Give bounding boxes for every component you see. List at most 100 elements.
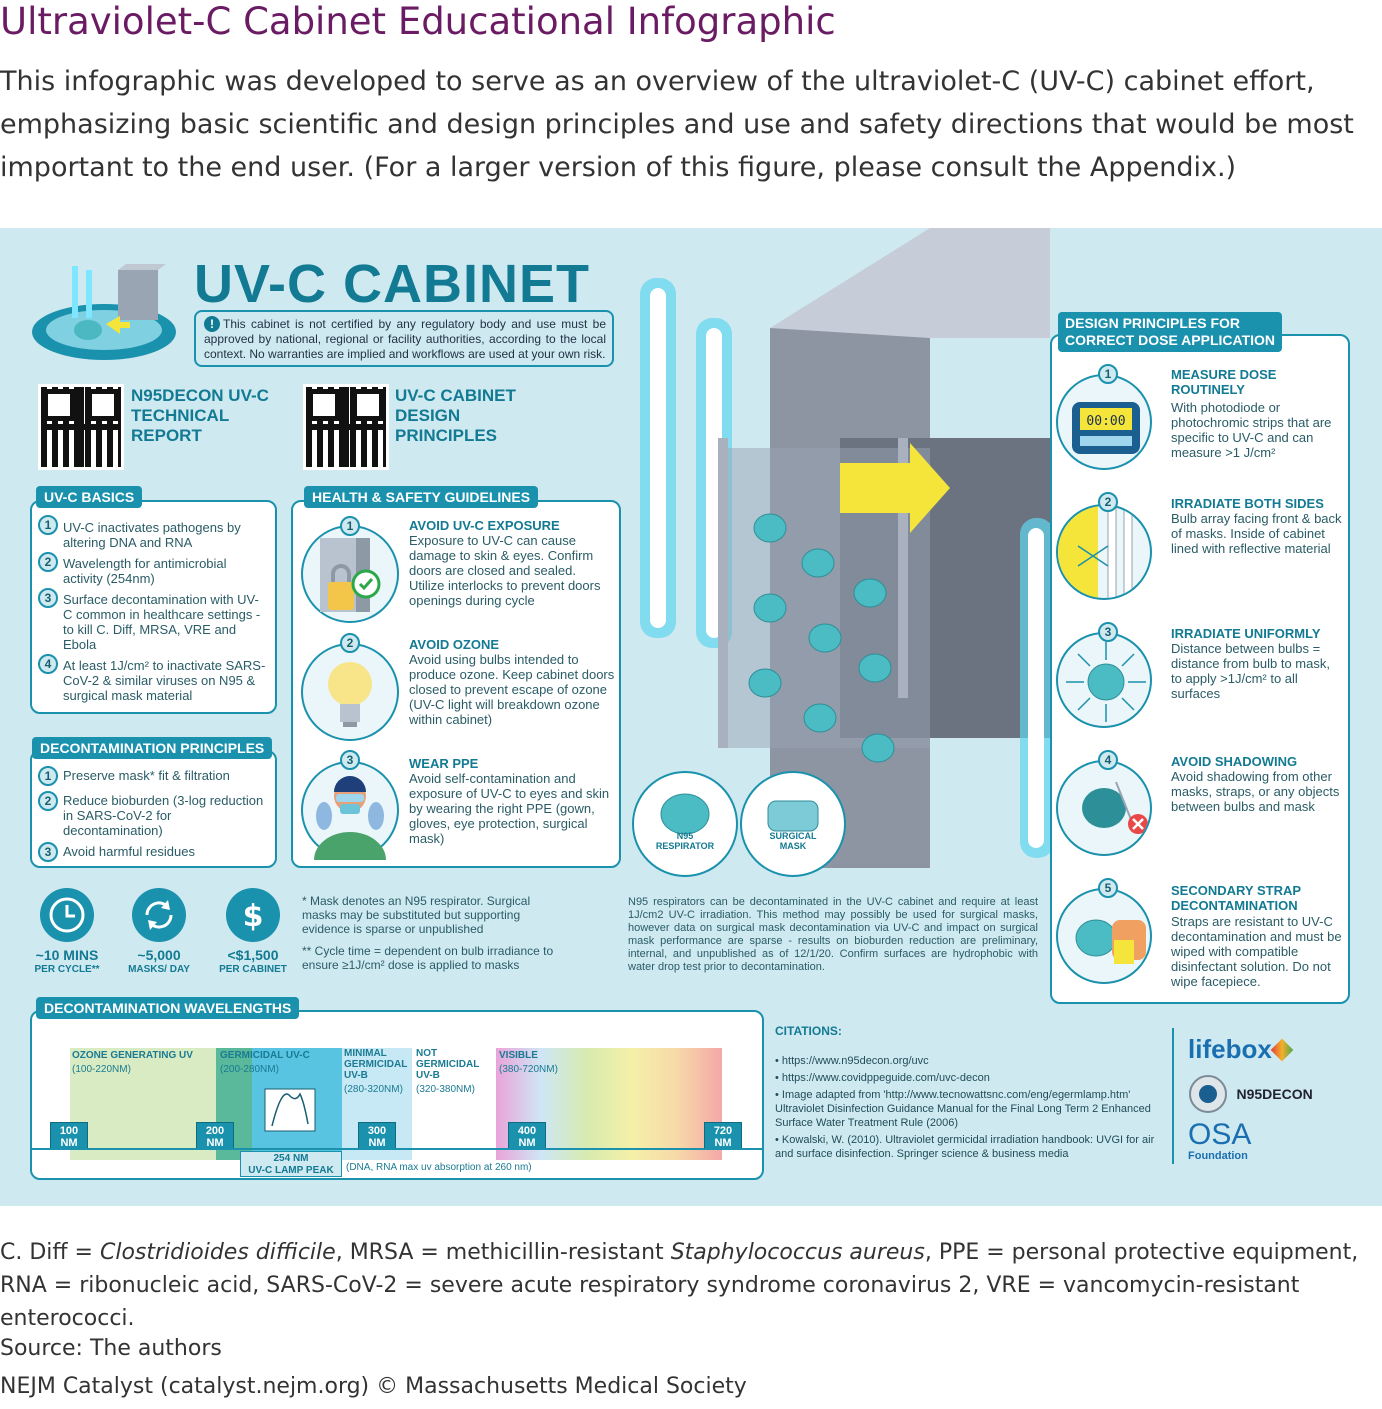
guideline-title: AVOID UV-C EXPOSURE xyxy=(409,518,560,533)
citation-item: • Kowalski, W. (2010). Ultraviolet germi… xyxy=(775,1134,1155,1160)
footnote-part: C. Diff = xyxy=(0,1240,100,1265)
design-principles-header: DESIGN PRINCIPLES FOR CORRECT DOSE APPLI… xyxy=(1058,312,1283,352)
cabinet-illustration xyxy=(640,228,1050,868)
tick-value: 400 xyxy=(517,1125,537,1137)
design-principle-title-line: DECONTAMINATION xyxy=(1171,898,1298,913)
lifebox-mark-icon xyxy=(1270,1038,1294,1062)
spectrum-axis xyxy=(32,1148,762,1150)
uvc-basics-item: Wavelength for antimicrobial activity (2… xyxy=(63,556,227,586)
wavelength-band-range: (200-280NM) xyxy=(220,1064,279,1075)
wavelength-band-name-line: MINIMAL xyxy=(344,1048,387,1059)
tick-unit: NM xyxy=(714,1137,732,1149)
design-principles-title-line: DESIGN PRINCIPLES FOR xyxy=(1065,315,1241,331)
qr-label-line: N95DECON UV-C xyxy=(131,386,269,405)
design-principle-title-line: SECONDARY STRAP xyxy=(1171,883,1302,898)
disclaimer-text: This cabinet is not certified by any reg… xyxy=(204,317,606,361)
n95decon-seal-icon xyxy=(1189,1075,1227,1113)
footnote-part-italic: Staphylococcus aureus xyxy=(670,1240,925,1265)
citation-text: Image adapted from 'http://www.tecnowatt… xyxy=(775,1089,1151,1129)
footnote-part: , MRSA = methicillin-resistant xyxy=(335,1240,671,1265)
number-badge: 2 xyxy=(1098,492,1118,512)
dollar-icon: $ xyxy=(226,888,280,942)
design-principle-title-line: MEASURE DOSE xyxy=(1171,367,1277,382)
lamp-peak-note: (DNA, RNA max uv absorption at 260 nm) xyxy=(346,1162,532,1173)
tick-unit: NM xyxy=(368,1137,386,1149)
qr-code-design-principles[interactable] xyxy=(303,384,389,470)
design-principle-text: Bulb array facing front & back of masks.… xyxy=(1171,511,1342,556)
cabinet-icon xyxy=(32,264,176,360)
uvc-basics-item: At least 1J/cm² to inactivate SARS-CoV-2… xyxy=(63,658,266,703)
design-principle-text: Avoid shadowing from other masks, straps… xyxy=(1171,769,1340,814)
design-principle-title: AVOID SHADOWING xyxy=(1171,754,1298,769)
light-bulb-illustration xyxy=(301,643,399,741)
qr-code-technical-report[interactable] xyxy=(38,384,124,470)
page-intro: This infographic was developed to serve … xyxy=(0,66,1354,183)
lifebox-logo: lifebox xyxy=(1188,1034,1294,1065)
source-line: Source: The authors xyxy=(0,1336,222,1361)
osa-subtitle: Foundation xyxy=(1188,1150,1248,1162)
osa-wordmark: OSA xyxy=(1188,1118,1252,1151)
stat-label: MASKS/ DAY xyxy=(128,964,190,975)
page-title: Ultraviolet-C Cabinet Educational Infogr… xyxy=(0,0,836,43)
footnote-part-italic: Clostridioides difficile xyxy=(99,1240,336,1265)
citations-title: CITATIONS: xyxy=(775,1024,842,1038)
wavelength-band-name: NOT GERMICIDAL UV-B xyxy=(416,1048,479,1081)
wavelength-band-range: (280-320NM) xyxy=(344,1084,403,1095)
strap-decontamination-illustration xyxy=(1056,888,1152,984)
design-principle-title: SECONDARY STRAP DECONTAMINATION xyxy=(1171,883,1301,913)
decon-principles-item: Reduce bioburden (3-log reduction in SAR… xyxy=(63,793,264,838)
design-principle-text: With photodiode or photochromic strips t… xyxy=(1171,400,1332,460)
mask-label-line: SURGICAL xyxy=(769,831,817,841)
n95-label: N95 RESPIRATOR xyxy=(640,831,730,851)
not-germicidal-uvb-band xyxy=(412,1048,496,1160)
citation-text: https://www.n95decon.org/uvc xyxy=(781,1055,929,1067)
osa-logo: OSA Foundation xyxy=(1188,1118,1252,1163)
number-badge: 3 xyxy=(1098,622,1118,642)
uvc-basics-item: UV-C inactivates pathogens by altering D… xyxy=(63,520,241,550)
irradiate-both-sides-illustration xyxy=(1056,504,1152,600)
mask-note: * Mask denotes an N95 respirator. Surgic… xyxy=(302,894,531,936)
surgical-mask-illustration xyxy=(740,771,846,877)
wavelengths-header: DECONTAMINATION WAVELENGTHS xyxy=(36,997,300,1019)
design-principle-text: Distance between bulbs = distance from b… xyxy=(1171,641,1330,701)
number-badge: 3 xyxy=(340,750,360,770)
stat-label: PER CABINET xyxy=(219,964,287,975)
timer-readout: 00:00 xyxy=(1086,414,1125,429)
lamp-peak-label: UV-C LAMP PEAK xyxy=(248,1165,334,1176)
tick-value: 200 xyxy=(205,1125,225,1137)
info-icon: ! xyxy=(204,316,220,332)
citation-item: • Image adapted from 'http://www.tecnowa… xyxy=(775,1089,1151,1129)
decon-principles-item: Preserve mask* fit & filtration xyxy=(63,768,230,783)
copyright-line: NEJM Catalyst (catalyst.nejm.org) © Mass… xyxy=(0,1374,747,1399)
tick-value: 300 xyxy=(367,1125,387,1137)
citation-item[interactable]: • https://www.n95decon.org/uvc xyxy=(775,1055,929,1067)
infographic: UV-C CABINET !This cabinet is not certif… xyxy=(0,228,1382,1206)
number-badge: 5 xyxy=(1098,878,1118,898)
citation-item[interactable]: • https://www.covidppeguide.com/uvc-deco… xyxy=(775,1072,990,1084)
clock-icon xyxy=(40,888,94,942)
irradiate-uniformly-illustration xyxy=(1056,632,1152,728)
stat-value: <$1,500 xyxy=(227,947,279,963)
footnote-part: , PPE = personal protective equipment, R… xyxy=(0,1240,1359,1331)
central-note: N95 respirators can be decontaminated in… xyxy=(628,896,1038,973)
qr-label-design-principles: UV-C CABINET DESIGN PRINCIPLES xyxy=(395,386,516,446)
qr-label-line: PRINCIPLES xyxy=(395,426,498,445)
svg-text:$: $ xyxy=(243,899,264,934)
number-badge: 1 xyxy=(340,516,360,536)
wavelength-band-name-line: NOT xyxy=(416,1048,438,1059)
tick-unit: NM xyxy=(60,1137,78,1149)
wavelength-band-range: (320-380NM) xyxy=(416,1084,475,1095)
wavelength-band-name-line: UV-B xyxy=(344,1070,368,1081)
health-safety-header: HEALTH & SAFETY GUIDELINES xyxy=(304,486,539,508)
wavelength-band-name: VISIBLE xyxy=(499,1050,538,1061)
tick-value: 720 xyxy=(713,1125,733,1137)
lamp-peak-box: 254 NM UV-C LAMP PEAK xyxy=(240,1151,342,1177)
tick-unit: NM xyxy=(518,1137,536,1149)
guideline-title: WEAR PPE xyxy=(409,756,479,771)
stat-value: ~10 MINS xyxy=(35,947,99,963)
guideline-title: AVOID OZONE xyxy=(409,637,500,652)
